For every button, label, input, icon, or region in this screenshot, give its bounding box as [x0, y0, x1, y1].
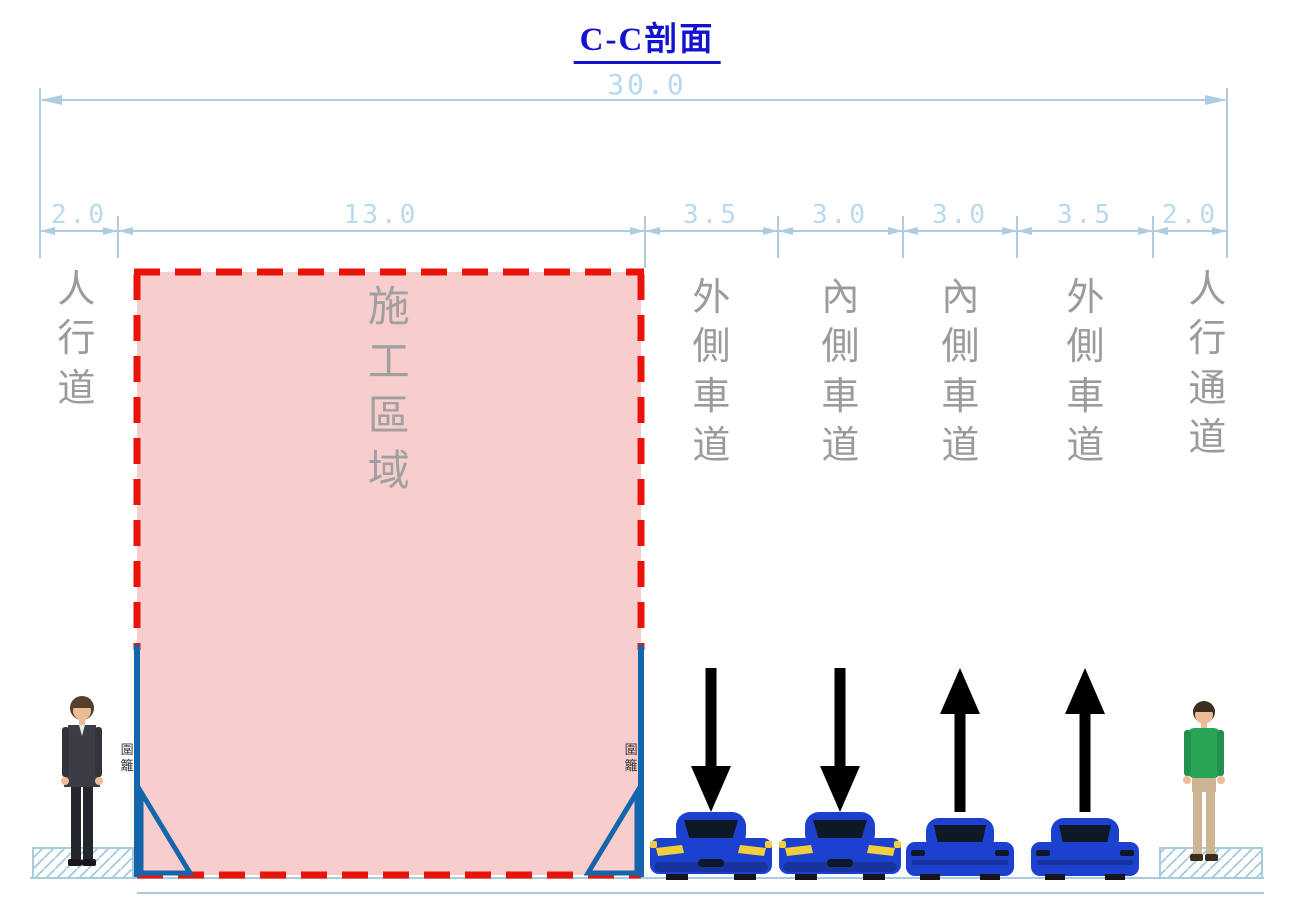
construction-zone [133, 268, 645, 879]
dimension-segment-label: 3.5 [683, 200, 739, 230]
dimension-segment-label: 13.0 [343, 200, 419, 230]
down-arrow [820, 668, 860, 812]
car-front-1 [650, 812, 772, 880]
car-front-2 [779, 812, 901, 880]
section-title: C-C剖面 [573, 12, 721, 64]
down-arrow [691, 668, 731, 812]
zone-label-lane-outer-left: 外側車道 [692, 277, 731, 468]
zone-label-lane-outer-right: 外側車道 [1066, 277, 1105, 468]
car-rear-1 [906, 818, 1014, 880]
dimension-segment-label: 3.0 [812, 200, 868, 230]
left-barrier [134, 645, 195, 877]
zone-label-lane-inner-right: 內側車道 [941, 277, 980, 468]
barrier-label-right: 圍籬 [624, 742, 638, 773]
right-barrier [583, 645, 644, 877]
dimension-overall-label: 30.0 [607, 68, 687, 101]
pedestrian-right [1183, 701, 1225, 861]
barrier-label-left: 圍籬 [120, 742, 134, 773]
overall-dimension-line [40, 95, 1227, 105]
traffic-arrows [691, 668, 1105, 812]
up-arrow [940, 668, 980, 812]
zone-label-construction: 施工區域 [367, 283, 410, 494]
dimension-segment-label: 3.0 [932, 200, 988, 230]
up-arrow [1065, 668, 1105, 812]
construction-zone-dashed-border [133, 268, 645, 879]
dimension-segment-label: 2.0 [51, 200, 107, 230]
zone-label-lane-inner-left: 內側車道 [821, 277, 860, 468]
zone-label-right-sidewalk: 人行通道 [1188, 269, 1227, 460]
segment-dimension-lines [40, 227, 1227, 235]
dimension-segment-label: 3.5 [1057, 200, 1113, 230]
dimension-segment-label: 2.0 [1162, 200, 1218, 230]
extension-lines [39, 88, 1228, 268]
pedestrian-left [61, 696, 103, 866]
zone-label-left-sidewalk: 人行道 [57, 269, 96, 410]
car-rear-2 [1031, 818, 1139, 880]
